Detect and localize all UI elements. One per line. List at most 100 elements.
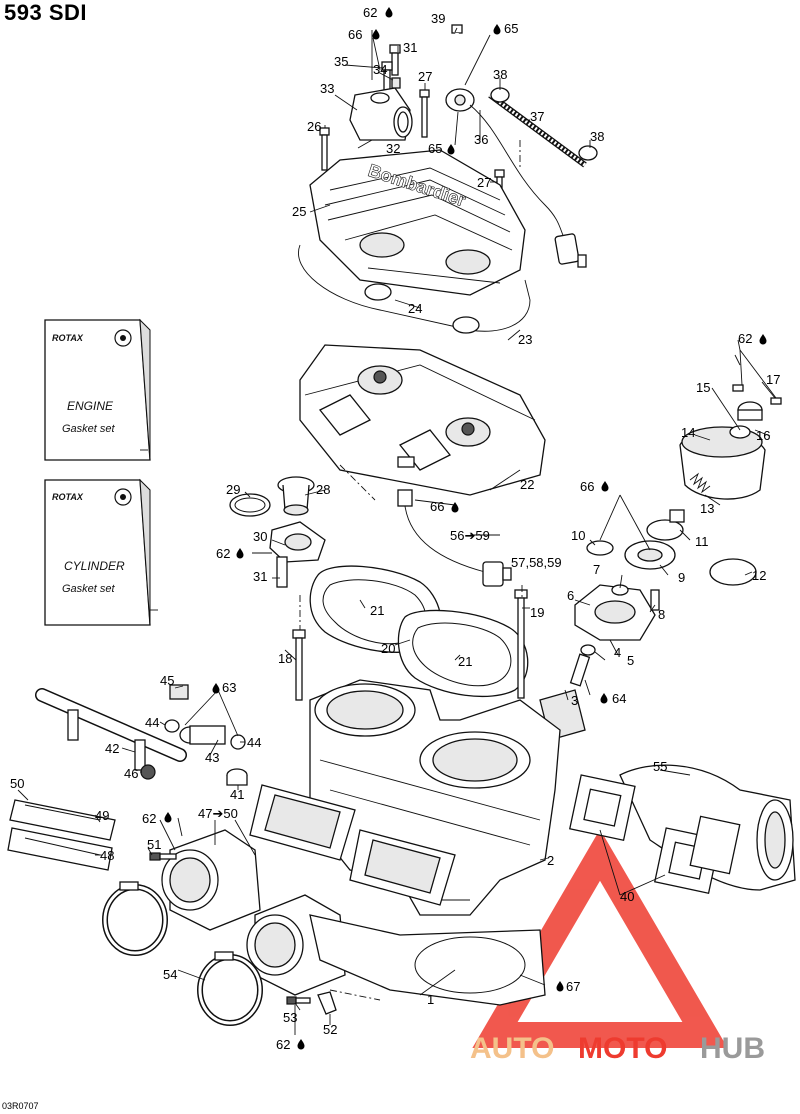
assembly-lines [299,140,523,1001]
callout-53: 53 [283,1010,297,1025]
callout-3: 3 [571,693,578,708]
callout-19: 19 [530,605,544,620]
callout-43: 43 [205,750,219,765]
callout-27: 27 [418,69,432,84]
reed-block-frames [249,784,456,906]
callout-51: 51 [147,837,161,852]
document-code: 03R0707 [2,1101,39,1111]
page-title: 593 SDI [4,0,87,25]
callout-27b: 27 [477,175,491,190]
callout-64: 64 [612,691,626,706]
callout-18: 18 [278,651,292,666]
callout-47: 47➔50 [198,806,238,821]
book-brand: ROTAX [52,492,84,502]
callout-40: 40 [620,889,634,904]
callout-31b: 31 [253,569,267,584]
watermark-hub: HUB [700,1032,765,1065]
callout-20: 20 [381,641,395,656]
callout-57: 57,58,59 [511,555,562,570]
head-gasket-21b [397,609,529,698]
o-ring-24a [364,283,392,301]
callout-2: 2 [547,853,554,868]
callout-65b: 65 [428,141,442,156]
callout-11: 11 [695,534,709,549]
reed-stop-49 [9,799,116,841]
callout-66b: 66 [580,479,594,494]
cylinder-head-cover-parts [319,24,598,268]
exhaust-gasket-c [689,815,741,875]
callout-22: 22 [520,477,534,492]
book-brand: ROTAX [52,333,84,343]
cylinder-head-gasket-outer [298,244,531,332]
callout-21b: 21 [458,654,472,669]
callout-41: 41 [230,787,244,802]
callout-26: 26 [307,119,321,134]
cylinder-gasket-set-book: ROTAX CYLINDER Gasket set [44,478,151,626]
callout-49: 49 [95,808,109,823]
screw-53 [286,996,297,1005]
callout-50: 50 [10,776,24,791]
reed-petal-48 [7,827,113,871]
callout-12: 12 [752,568,766,583]
callout-65: 65 [504,21,518,36]
exhaust-gasket-a [568,774,636,841]
callout-37: 37 [530,109,544,124]
gasket-29 [229,493,271,517]
callout-30: 30 [253,529,267,544]
book-title: CYLINDER [64,559,125,573]
callout-38: 38 [493,67,507,82]
callout-62e: 62 [276,1037,290,1052]
callout-24: 24 [408,301,422,316]
callout-34: 34 [373,62,387,77]
stud-18 [292,629,306,639]
callout-13: 13 [700,501,714,516]
callout-32: 32 [386,141,400,156]
callout-31: 31 [403,40,417,55]
cylinder-head-cover: Bombardier [309,149,526,296]
callout-6: 6 [567,588,574,603]
fuel-injector [179,725,246,750]
callout-45: 45 [160,673,174,688]
callout-17: 17 [766,372,780,387]
callout-4: 4 [614,645,621,660]
callout-21a: 21 [370,603,384,618]
watermark-auto: AUTO [470,1032,554,1065]
callout-9: 9 [678,570,685,585]
rotax-badge-icon [114,488,132,506]
callout-62: 62 [363,5,377,20]
fuel-rail [35,688,187,771]
leader-lines [17,27,777,1035]
intake-manifold-a [161,829,261,931]
callout-25: 25 [292,204,306,219]
o-ring-44a [164,719,180,733]
callout-62c: 62 [216,546,230,561]
callout-1: 1 [427,992,434,1007]
callout-46: 46 [124,766,138,781]
callout-10: 10 [571,528,585,543]
callout-66c: 66 [430,499,444,514]
cap-41 [226,768,248,786]
callout-numbers: 62 66 39 65 31 35 34 27 38 33 37 26 38 3… [10,5,780,1052]
callout-54: 54 [163,967,177,982]
callout-38b: 38 [590,129,604,144]
watermark-logo [472,829,728,1048]
callout-5: 5 [627,653,634,668]
callout-62b: 62 [738,331,752,346]
bracket-52 [317,991,337,1015]
callout-56: 56➔59 [450,528,490,543]
callout-39: 39 [431,11,445,26]
callout-62d: 62 [142,811,156,826]
watermark-moto: MOTO [578,1032,667,1065]
callout-44a: 44 [145,715,159,730]
callout-67: 67 [566,979,580,994]
callout-35: 35 [334,54,348,69]
thermostat [277,476,315,516]
rave-valve-assembly [539,384,782,741]
callout-16: 16 [756,428,770,443]
clamp-54b [197,951,263,1026]
rotax-badge-icon [114,329,132,347]
callout-66: 66 [348,27,362,42]
clip-45 [169,684,189,700]
